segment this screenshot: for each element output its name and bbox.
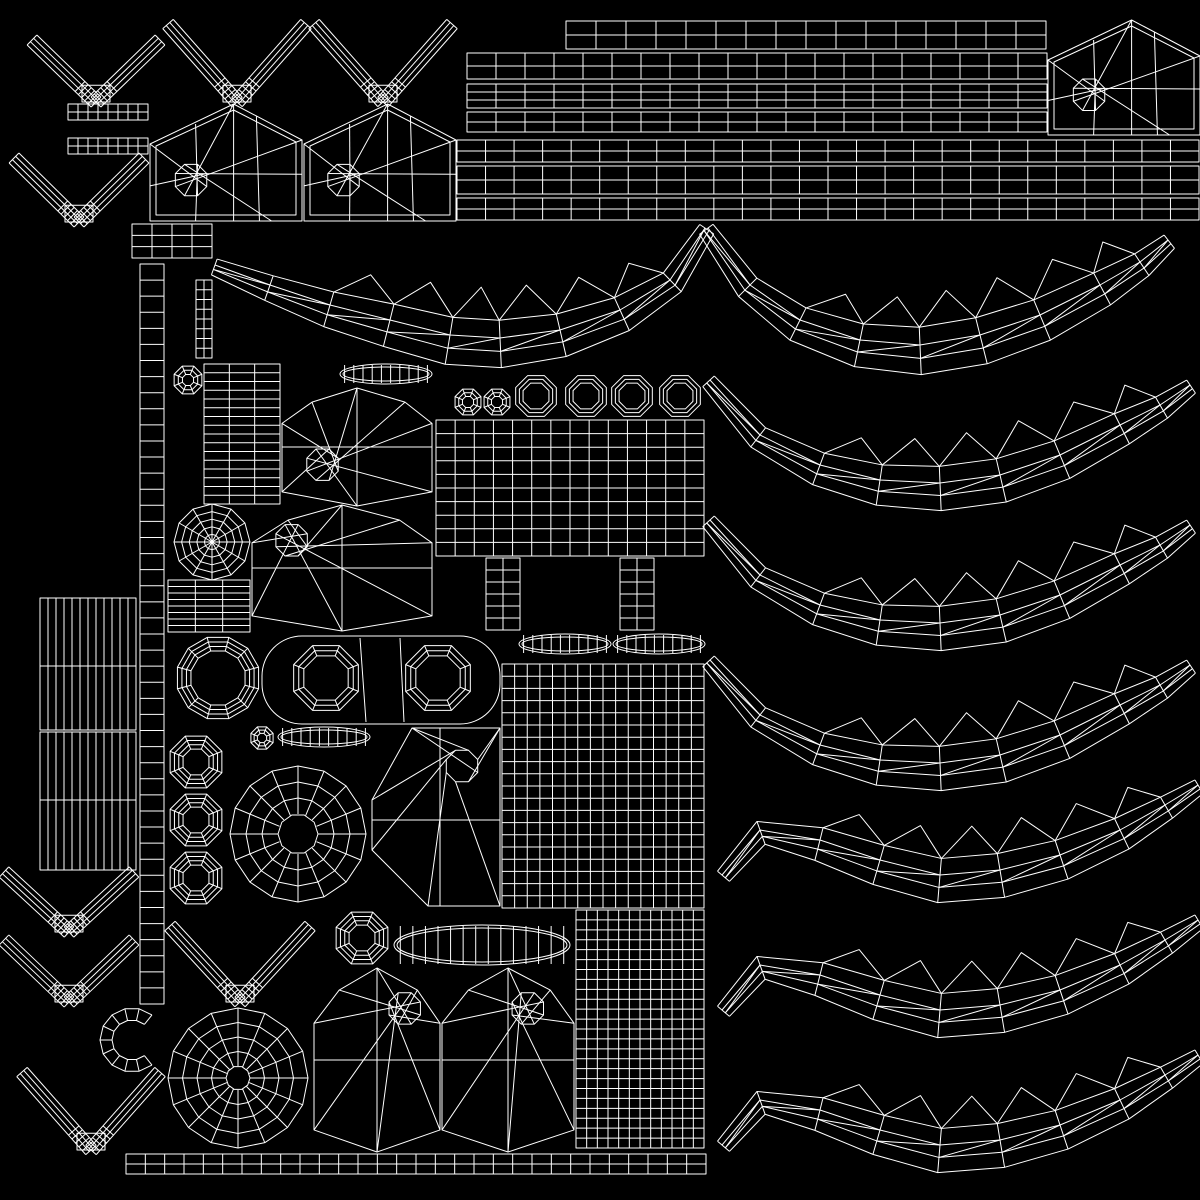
oct-small-1 [455,389,481,415]
pill-outline [262,636,500,724]
top-strip-1 [566,21,1046,49]
oct-ring-6 [566,376,607,417]
small-bar-2 [68,138,148,154]
top-strip-3 [467,84,1047,108]
disc-large-2 [168,1008,308,1148]
grid-block-1 [204,364,280,504]
hex-panel-2 [252,505,432,631]
horn-right-1 [703,376,1196,511]
v-bracket-4 [9,153,149,227]
top-strip-7 [457,198,1199,220]
horn-top-right [700,224,1175,374]
oct-ring-7 [612,376,653,417]
left-vertical-bar [140,264,164,1004]
v-bracket-7 [165,921,315,1006]
oct-ring-4 [336,912,388,964]
oval-band-1 [340,364,432,384]
house-panel-2 [304,104,456,221]
horn-right-5 [718,915,1200,1038]
oct-ring-2 [170,794,222,846]
top-strip-5 [457,140,1199,162]
top-strip-6 [457,166,1199,194]
house-panel-3 [1048,20,1200,135]
small-octagon-2 [251,727,273,749]
grid-panel-center [436,420,704,556]
pill-ring-b [406,646,471,711]
small-octagon-1 [174,366,202,394]
v-bracket-3 [309,19,457,106]
oct-ring-8 [660,376,701,417]
pill-ring-a [294,646,359,711]
disc-large-1 [230,766,366,902]
left-top-block [132,224,212,258]
house-panel-1 [150,104,302,221]
c-ring [100,1009,152,1071]
oval-band-3 [613,634,705,654]
tall-grid-1 [502,664,704,908]
oval-band-4 [278,727,370,747]
v-bracket-5 [0,867,139,937]
horn-right-2 [703,516,1196,651]
leg-left [486,558,520,630]
leg-right [620,558,654,630]
hex-panel-4 [442,968,574,1152]
v-bracket-8 [17,1067,165,1154]
horn-right-3 [703,656,1196,791]
web-disc [174,504,250,580]
hex-panel-1 [282,388,432,506]
left-panel-3 [40,732,136,800]
oct-small-2 [484,389,510,415]
gear-ring-1 [177,637,258,718]
left-panel-2 [40,666,136,730]
horn-right-4 [718,780,1200,903]
oct-ring-1 [170,736,222,788]
grid-block-2 [168,580,250,632]
horn-right-6 [718,1050,1200,1173]
horn-top-left [211,224,713,367]
left-panel-1 [40,598,136,666]
top-strip-2 [467,53,1047,79]
v-bracket-6 [0,935,139,1007]
hex-panel-3 [314,968,440,1152]
oval-band-5 [394,925,570,965]
v-bracket-1 [27,35,165,107]
angled-panel-1 [372,728,500,906]
oval-band-2 [519,634,611,654]
v-bracket-2 [163,19,311,106]
bottom-long-bar [126,1154,706,1174]
tall-grid-2 [576,910,704,1148]
oct-ring-3 [170,852,222,904]
left-panel-4 [40,800,136,870]
left-small-vbar [196,280,212,358]
small-bar-1 [68,104,148,120]
oct-ring-5 [516,376,557,417]
top-strip-4 [467,112,1047,132]
